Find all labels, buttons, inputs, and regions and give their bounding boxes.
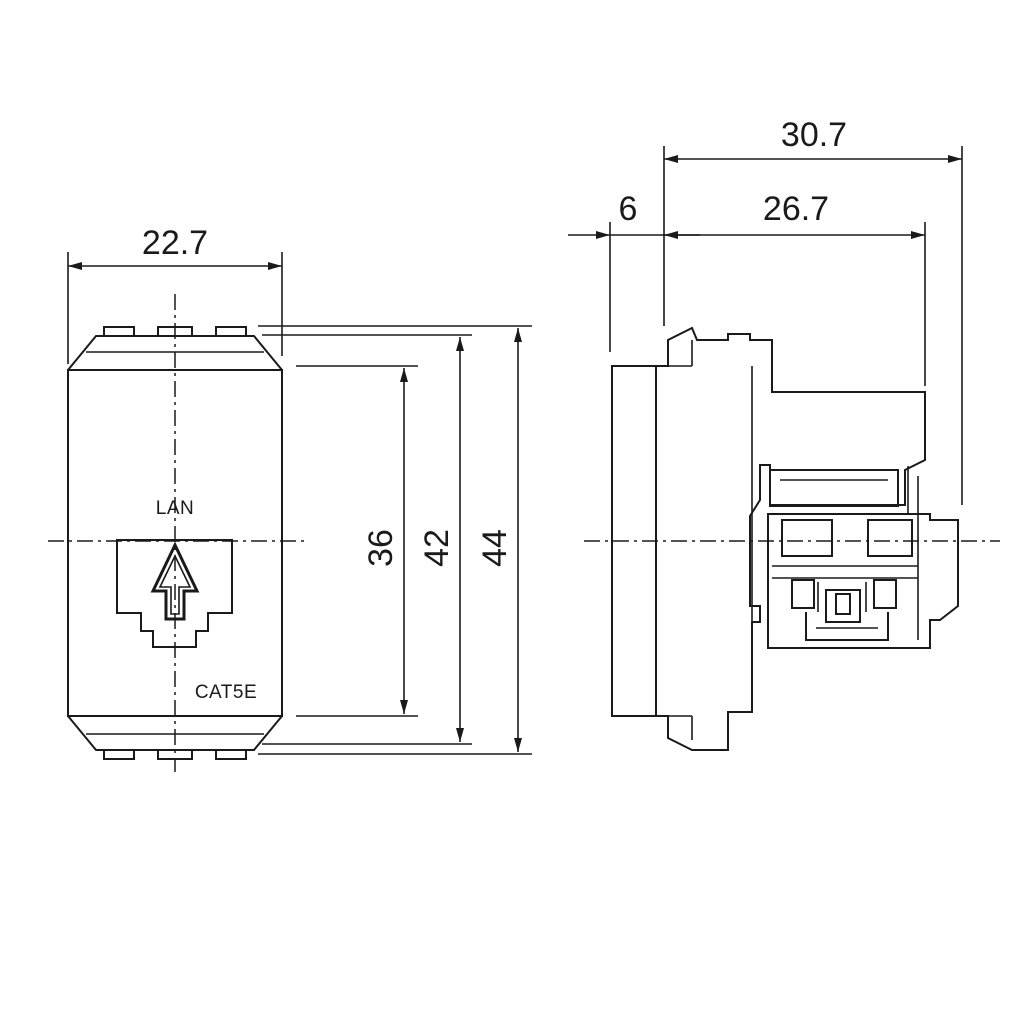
label-cat5e: CAT5E [195,682,257,703]
dim-side-body: 26.7 [664,190,926,386]
dim-30-7: 30.7 [781,116,847,154]
dim-22-7: 22.7 [142,224,208,262]
dim-side-total: 30.7 [663,116,963,505]
dim-front-width: 22.7 [67,224,283,364]
dim-44: 44 [476,529,514,567]
dim-front-36: 36 [296,365,418,717]
side-body [656,326,926,751]
dim-36: 36 [362,529,400,567]
front-view: LAN CAT5E 22.7 36 42 [48,224,532,772]
lan-jack-outline [116,539,233,648]
dim-42: 42 [418,529,456,567]
dim-6: 6 [619,190,638,228]
side-view: 30.7 6 26.7 [568,116,1000,751]
dim-front-42: 42 [262,334,472,745]
dim-side-front: 6 [568,190,700,352]
side-latch-block [769,469,899,507]
side-terminals [772,519,918,641]
dim-front-44: 44 [258,325,532,755]
side-rear-connector [767,513,959,649]
dim-26-7: 26.7 [763,190,829,228]
